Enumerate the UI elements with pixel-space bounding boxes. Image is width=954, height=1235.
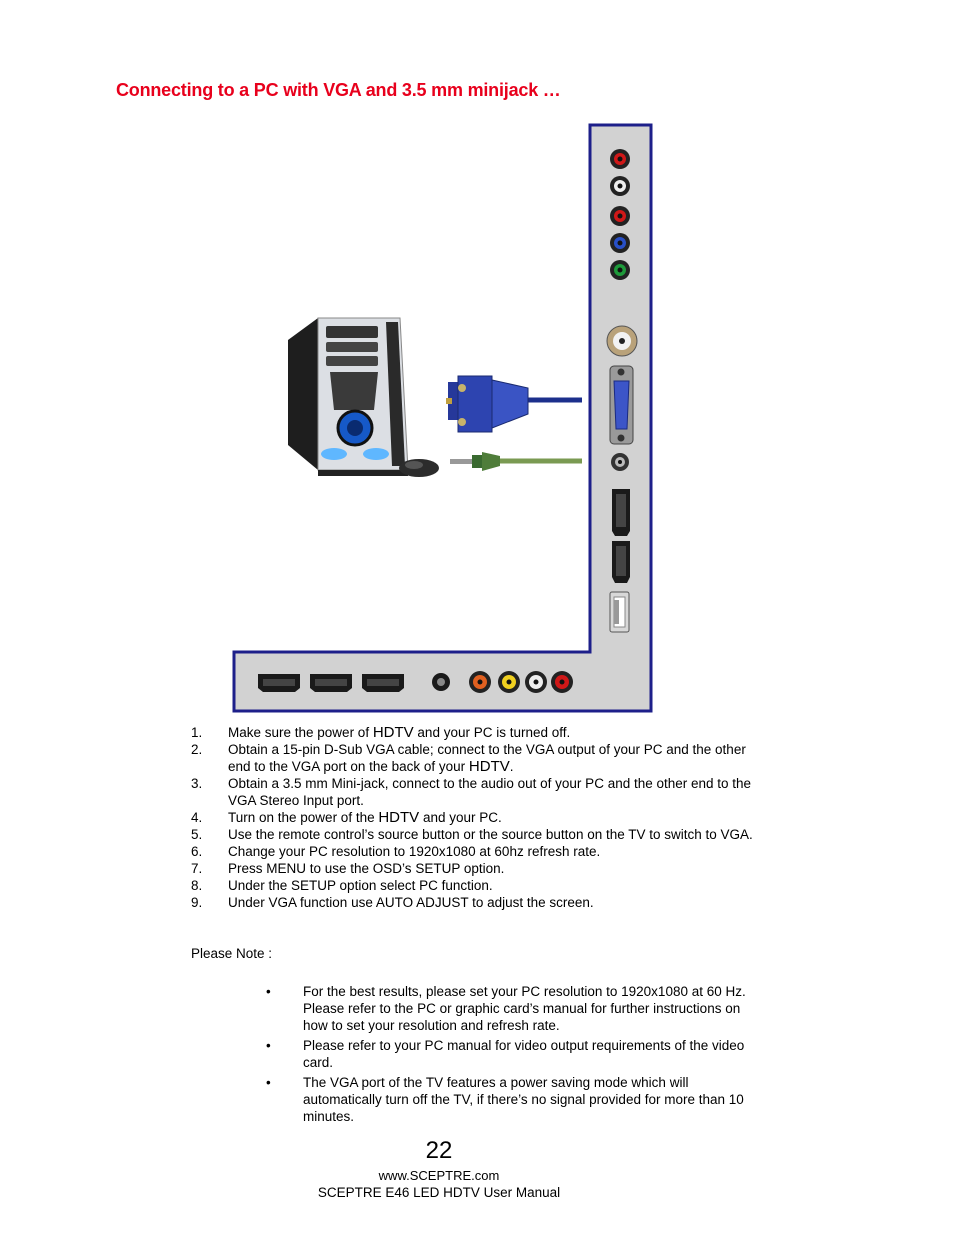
note-item: • For the best results, please set your P…: [266, 983, 766, 1034]
bottom-hdmi-port-2: [310, 674, 352, 692]
step-number: 5.: [191, 827, 203, 842]
step-number: 9.: [191, 895, 203, 910]
note-item: • Please refer to your PC manual for vide…: [266, 1037, 766, 1071]
rca-jack-red-1: [610, 149, 630, 169]
note-text: For the best results, please set your PC…: [303, 984, 746, 1033]
step-text: Make sure the power of: [228, 725, 373, 740]
bullet-icon: •: [266, 984, 271, 999]
rca-jack-blue: [610, 233, 630, 253]
tv-rear-panel: [232, 123, 653, 713]
bottom-rca-red: [551, 671, 573, 693]
step-item: 2. Obtain a 15-pin D-Sub VGA cable; conne…: [191, 741, 771, 775]
step-item: 8. Under the SETUP option select PC funct…: [191, 877, 771, 894]
step-item: 4. Turn on the power of the HDTV and your…: [191, 809, 771, 826]
connection-diagram: [232, 123, 653, 713]
step-item: 7. Press MENU to use the OSD’s SETUP opti…: [191, 860, 771, 877]
step-number: 1.: [191, 725, 203, 740]
step-item: 5. Use the remote control’s source button…: [191, 826, 771, 843]
step-item: 6. Change your PC resolution to 1920x1080…: [191, 843, 771, 860]
pc-tower-icon: [288, 317, 409, 476]
bottom-hdmi-port-3: [362, 674, 404, 692]
bottom-hdmi-port-1: [258, 674, 300, 692]
headphone-port: [432, 673, 450, 691]
step-hdtv: HDTV: [468, 758, 510, 775]
side-rca-jacks: [610, 149, 630, 280]
step-text: Turn on the power of the: [228, 810, 379, 825]
note-list: • For the best results, please set your P…: [266, 983, 766, 1128]
vga-connector-icon: [446, 375, 582, 433]
step-item: 9. Under VGA function use AUTO ADJUST to …: [191, 894, 771, 911]
rca-jack-green: [610, 260, 630, 280]
bullet-icon: •: [266, 1075, 271, 1090]
step-hdtv: HDTV: [378, 809, 420, 826]
rca-jack-red-2: [610, 206, 630, 226]
step-item: 3. Obtain a 3.5 mm Mini-jack, connect to …: [191, 775, 771, 809]
footer-manual-title: SCEPTRE E46 LED HDTV User Manual: [317, 1185, 561, 1200]
step-number: 7.: [191, 861, 203, 876]
usb-port: [609, 591, 630, 633]
side-hdmi-port-1: [612, 489, 630, 536]
step-text: Change your PC resolution to 1920x1080 a…: [228, 844, 601, 859]
bottom-rca-white: [525, 671, 547, 693]
step-text-end: and your PC is turned off.: [413, 725, 571, 740]
step-number: 2.: [191, 742, 203, 757]
bottom-rca-yellow: [498, 671, 520, 693]
step-text: Use the remote control’s source button o…: [228, 827, 753, 842]
page-heading: Connecting to a PC with VGA and 3.5 mm m…: [116, 80, 561, 100]
vga-audio-port: [611, 453, 629, 471]
audio-minijack-icon: [450, 452, 582, 471]
rca-jack-white-1: [610, 176, 630, 196]
side-hdmi-port-2: [612, 541, 630, 583]
mouse-icon: [399, 459, 439, 477]
step-number: 8.: [191, 878, 203, 893]
coax-port: [606, 325, 638, 357]
footer-url: www.SCEPTRE.com: [378, 1168, 500, 1183]
note-label: Please Note :: [191, 946, 273, 961]
step-text: Under VGA function use AUTO ADJUST to ad…: [228, 895, 594, 910]
note-item: • The VGA port of the TV features a power…: [266, 1074, 766, 1125]
step-number: 6.: [191, 844, 203, 859]
step-text-end: .: [509, 759, 514, 774]
note-text: The VGA port of the TV features a power …: [303, 1075, 744, 1124]
step-hdtv: HDTV: [372, 724, 414, 741]
bullet-icon: •: [266, 1038, 271, 1053]
step-text: Press MENU to use the OSD’s SETUP option…: [228, 861, 505, 876]
step-text: Under the SETUP option select PC functio…: [228, 878, 493, 893]
page-number: 22: [425, 1137, 453, 1164]
instruction-steps: 1. Make sure the power of HDTV and your P…: [191, 724, 771, 911]
note-text: Please refer to your PC manual for video…: [303, 1038, 745, 1070]
step-text: Obtain a 15-pin D-Sub VGA cable; connect…: [228, 742, 746, 774]
step-number: 3.: [191, 776, 203, 791]
vga-port: [609, 365, 634, 445]
step-number: 4.: [191, 810, 203, 825]
step-text: Obtain a 3.5 mm Mini-jack, connect to th…: [228, 776, 752, 808]
step-item: 1. Make sure the power of HDTV and your P…: [191, 724, 771, 741]
step-text-end: and your PC.: [419, 810, 502, 825]
bottom-rca-orange: [469, 671, 491, 693]
